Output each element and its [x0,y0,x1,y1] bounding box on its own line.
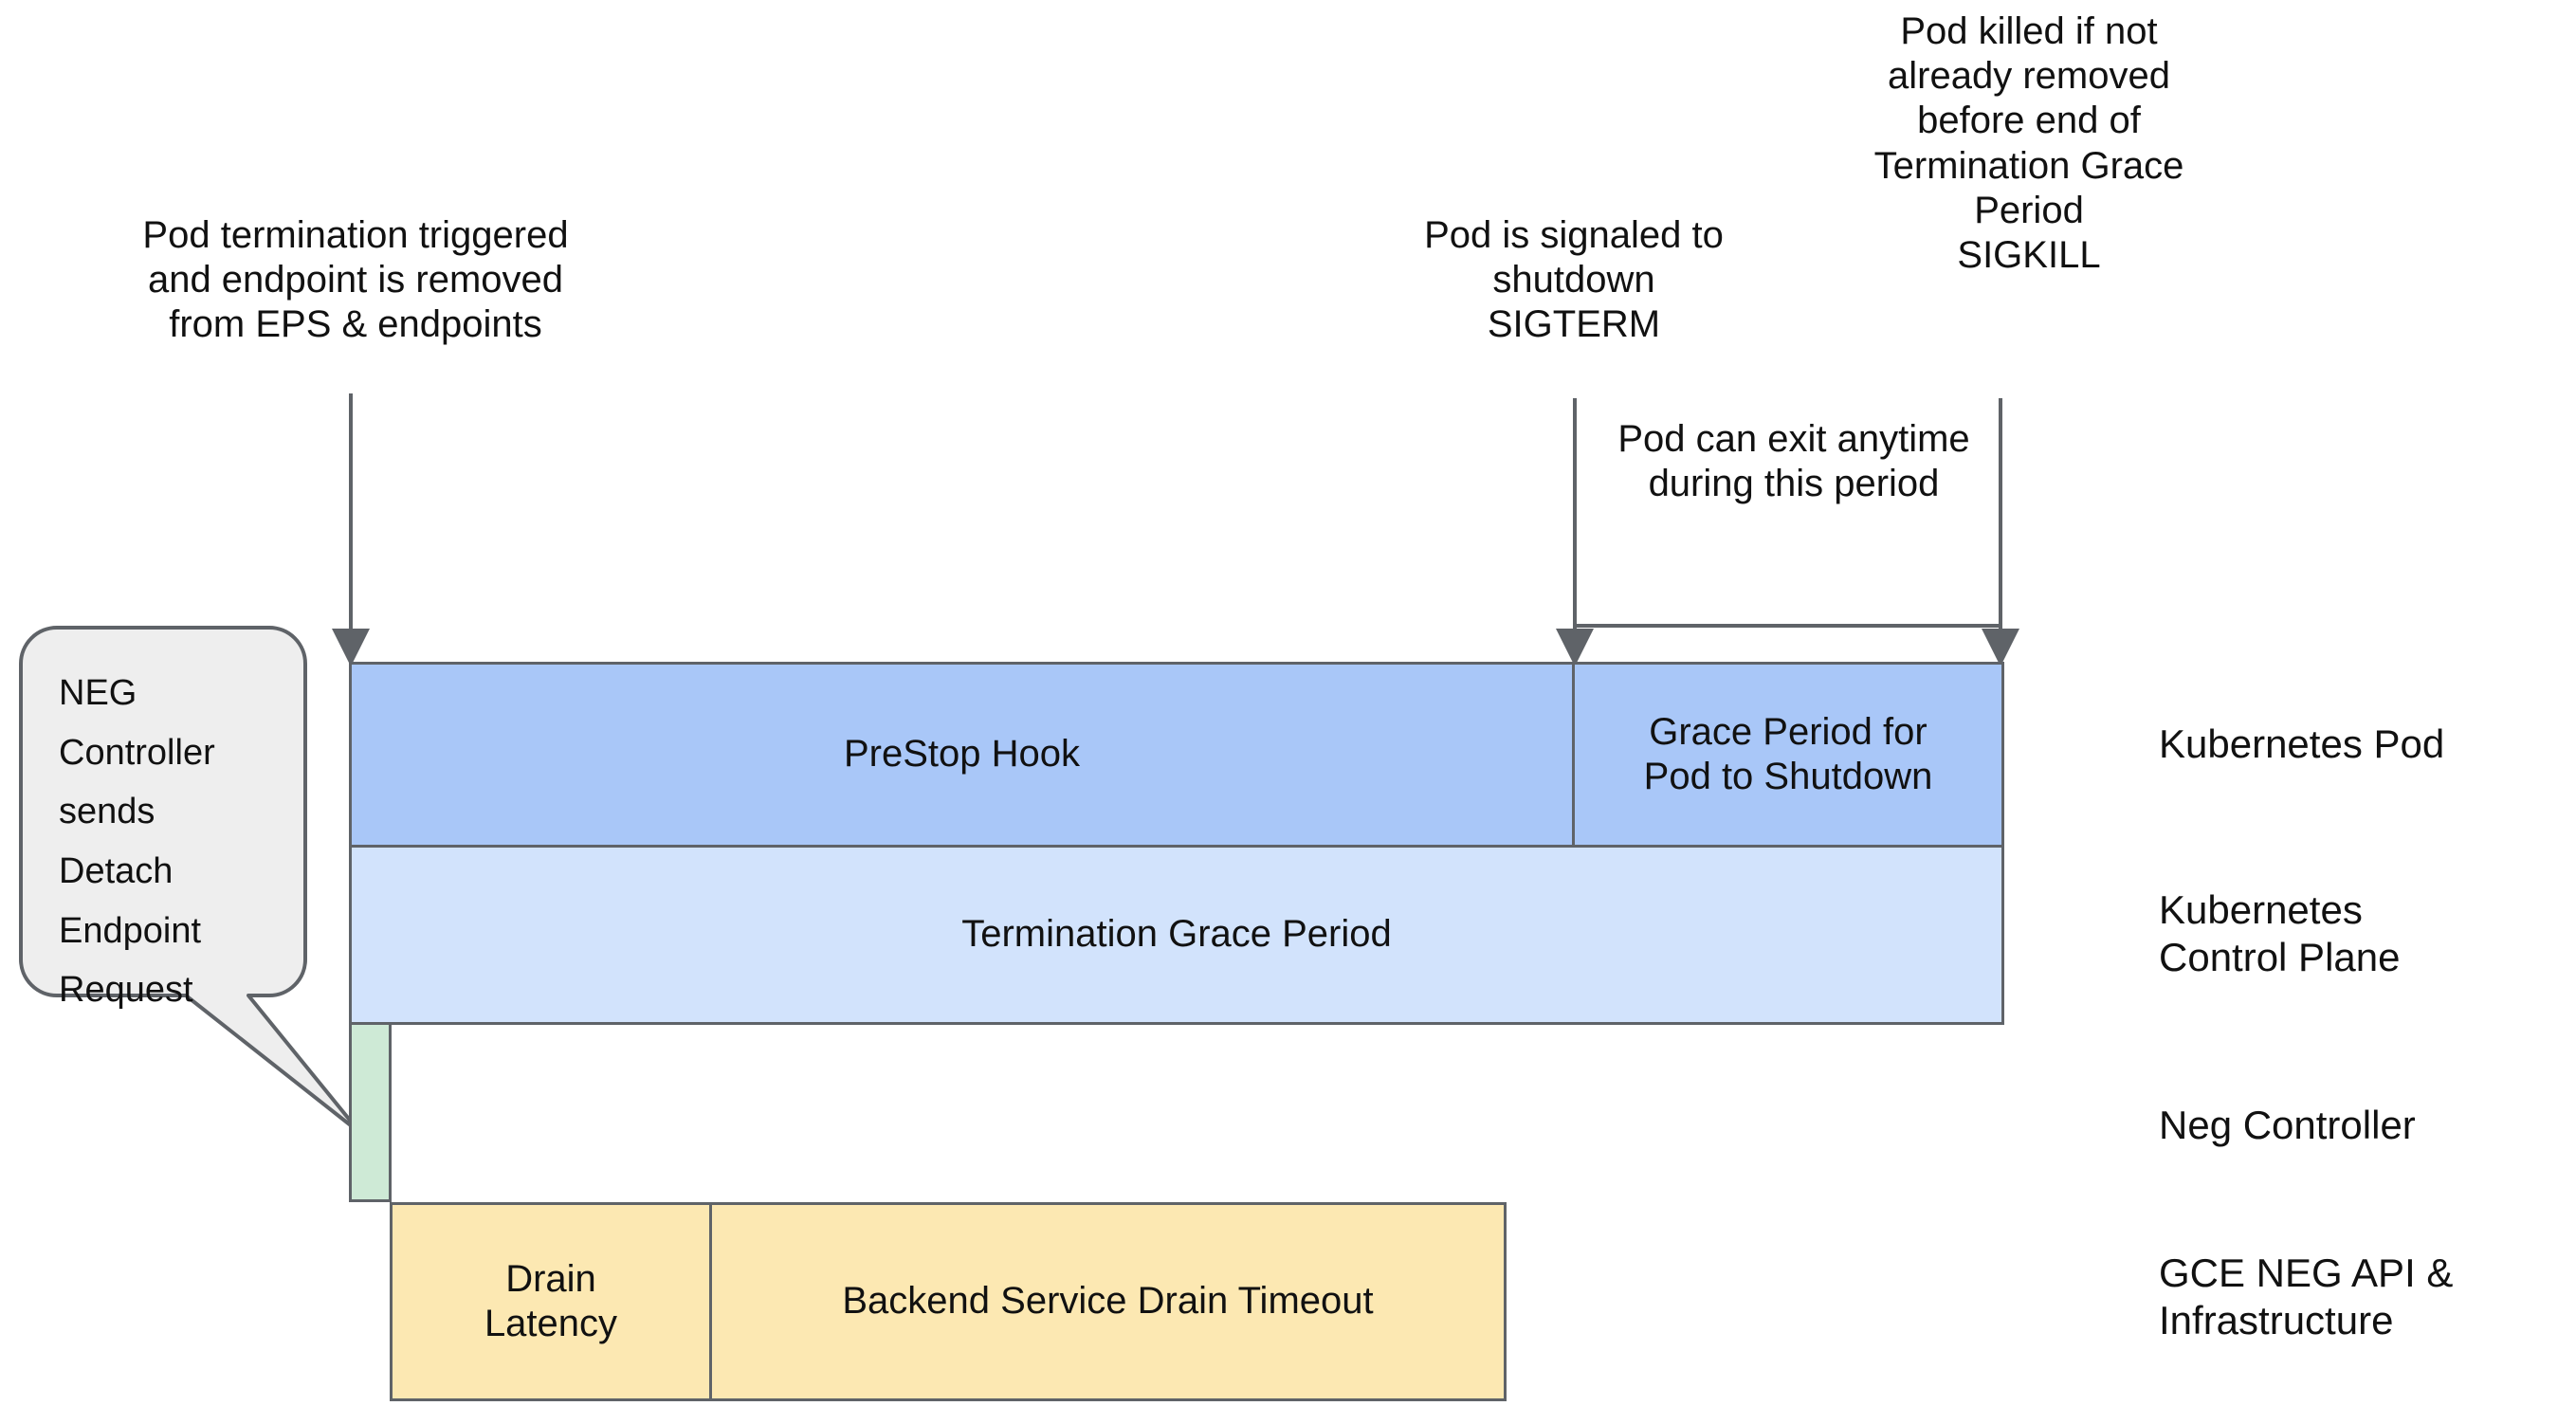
bar-neg-detach [349,1022,392,1202]
bar-backend-service-drain-timeout: Backend Service Drain Timeout [709,1202,1507,1401]
neg-controller-callout-text: NEG Controller sends Detach Endpoint Req… [59,673,215,1011]
row-label-neg-controller: Neg Controller [2159,1103,2416,1147]
bar-drain-latency: Drain Latency [390,1202,712,1401]
row-label-kubernetes-pod: Kubernetes Pod [2159,721,2445,766]
bar-grace-period-shutdown: Grace Period for Pod to Shutdown [1572,662,2004,848]
annotation-pod-killed-sigkill: Pod killed if not already removed before… [1873,10,2184,276]
annotation-pod-termination-triggered: Pod termination triggered and endpoint i… [142,214,569,346]
row-label-gce-neg-api: GCE NEG API & Infrastructure [2159,1251,2454,1343]
annotation-pod-exit-anytime: Pod can exit anytime during this period [1617,418,1970,505]
annotation-pod-signaled-sigterm: Pod is signaled to shutdown SIGTERM [1424,214,1724,346]
bar-prestop-hook: PreStop Hook [349,662,1575,848]
bar-termination-grace-period: Termination Grace Period [349,845,2004,1025]
row-label-kubernetes-control-plane: Kubernetes Control Plane [2159,887,2401,980]
